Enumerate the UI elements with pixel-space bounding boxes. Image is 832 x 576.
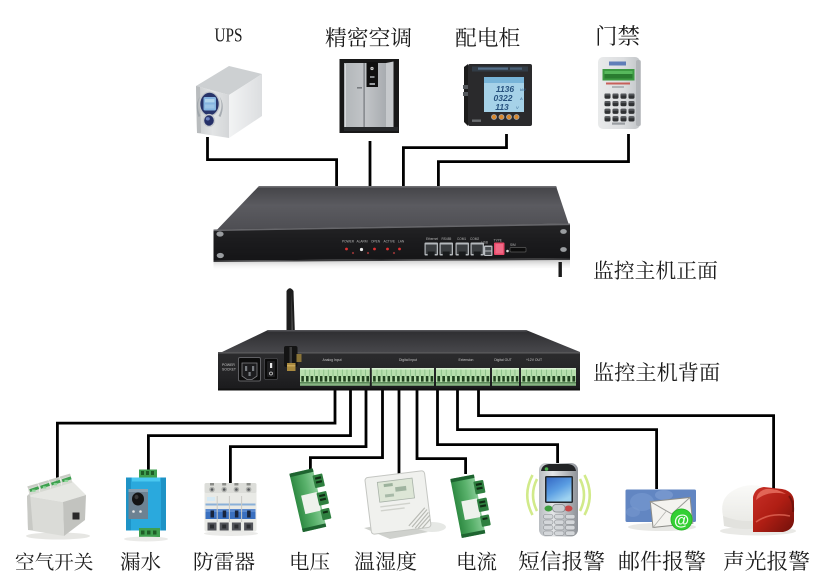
svg-text:POWER: POWER [342,240,355,244]
svg-text:TYPE: TYPE [494,239,502,243]
svg-text:COM2: COM2 [470,237,479,241]
svg-text:ACTIVE: ACTIVE [384,240,396,244]
svg-text:Extension: Extension [459,358,474,362]
svg-text:Digital OUT: Digital OUT [494,358,512,362]
svg-text:UPS: UPS [215,24,243,46]
svg-text:SIM: SIM [510,243,516,247]
svg-text:SOCKET: SOCKET [222,368,236,372]
svg-text:1136: 1136 [496,84,515,94]
svg-text:@: @ [674,513,689,530]
svg-text:0322: 0322 [494,93,513,103]
svg-text:COM1: COM1 [457,237,466,241]
svg-text:POWER: POWER [222,363,235,367]
svg-text:kW: kW [520,87,527,92]
svg-text:113: 113 [495,102,509,112]
svg-text:Ethernet: Ethernet [426,237,438,241]
svg-text:Digital Input: Digital Input [399,358,417,362]
svg-text:RS485: RS485 [442,237,452,241]
svg-text:LAN: LAN [398,240,405,244]
svg-text:V: V [516,105,519,110]
svg-text:Analog Input: Analog Input [322,358,341,362]
svg-text:OPEN: OPEN [371,240,381,244]
svg-text:+12V OUT: +12V OUT [526,358,542,362]
svg-text:A: A [519,96,523,101]
svg-text:USB: USB [482,241,489,245]
svg-text:ALARM: ALARM [357,240,368,244]
